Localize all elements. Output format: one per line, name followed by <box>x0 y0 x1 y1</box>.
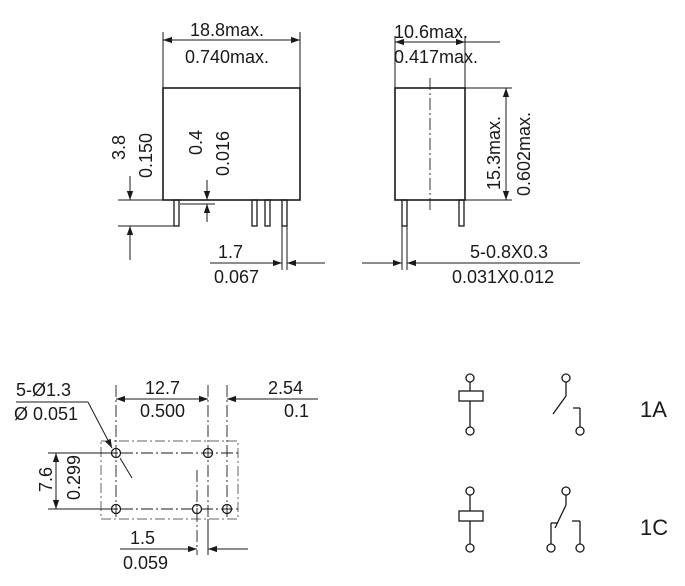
coil-symbol <box>458 510 484 522</box>
pin-size-mm-label: 5-0.8X0.3 <box>470 242 548 262</box>
coil-symbol <box>458 390 484 402</box>
holes-in-label: Ø 0.051 <box>14 404 78 424</box>
mounting-holes <box>110 447 233 515</box>
row-mm-label: 7.6 <box>36 467 56 492</box>
edge-in-label: 0.1 <box>284 401 309 421</box>
height-mm-label: 15.3max. <box>484 116 504 190</box>
pin-gap-in-label: 0.067 <box>214 267 259 287</box>
offset-in-label: 0.059 <box>123 553 168 573</box>
depth-mm-label: 10.6max. <box>394 22 468 42</box>
contact-arm <box>554 504 567 529</box>
depth-in-label: 0.417max. <box>394 47 478 67</box>
form-a-schematic: 1A <box>458 373 667 436</box>
width-mm-label: 18.8max. <box>190 20 264 40</box>
pcb-layout: 5-Ø1.3 Ø 0.051 12.7 0.500 2.54 0.1 7.6 0… <box>14 378 318 573</box>
relay-pins <box>173 199 288 227</box>
height-in-label: 0.602max. <box>514 112 534 196</box>
pin-length-in-label: 0.150 <box>136 133 156 178</box>
form-c-schematic: 1C <box>458 486 668 553</box>
side-view: 10.6max. 0.417max. 15.3max. 0.602max. 5-… <box>362 22 580 287</box>
pin-gap-mm-label: 1.7 <box>218 242 243 262</box>
relay-body-outline <box>162 87 301 201</box>
offset-mm-label: 1.5 <box>130 528 155 548</box>
edge-mm-label: 2.54 <box>268 378 303 398</box>
span-in-label: 0.500 <box>140 401 185 421</box>
pcb-outline <box>100 440 239 520</box>
row-in-label: 0.299 <box>64 455 84 500</box>
width-in-label: 0.740max. <box>185 47 269 67</box>
holes-mm-label: 5-Ø1.3 <box>16 380 71 400</box>
standoff-mm-label: 0.4 <box>186 130 206 155</box>
pin-size-in-label: 0.031X0.012 <box>452 267 554 287</box>
form-a-label: 1A <box>640 397 667 422</box>
form-c-label: 1C <box>640 515 668 540</box>
standoff-in-label: 0.016 <box>213 131 233 176</box>
span-mm-label: 12.7 <box>145 378 180 398</box>
front-view: 18.8max. 0.740max. 3.8 0.150 0.4 0.016 1… <box>109 20 325 287</box>
pin-length-mm-label: 3.8 <box>109 135 129 160</box>
contact-arm <box>552 395 567 415</box>
